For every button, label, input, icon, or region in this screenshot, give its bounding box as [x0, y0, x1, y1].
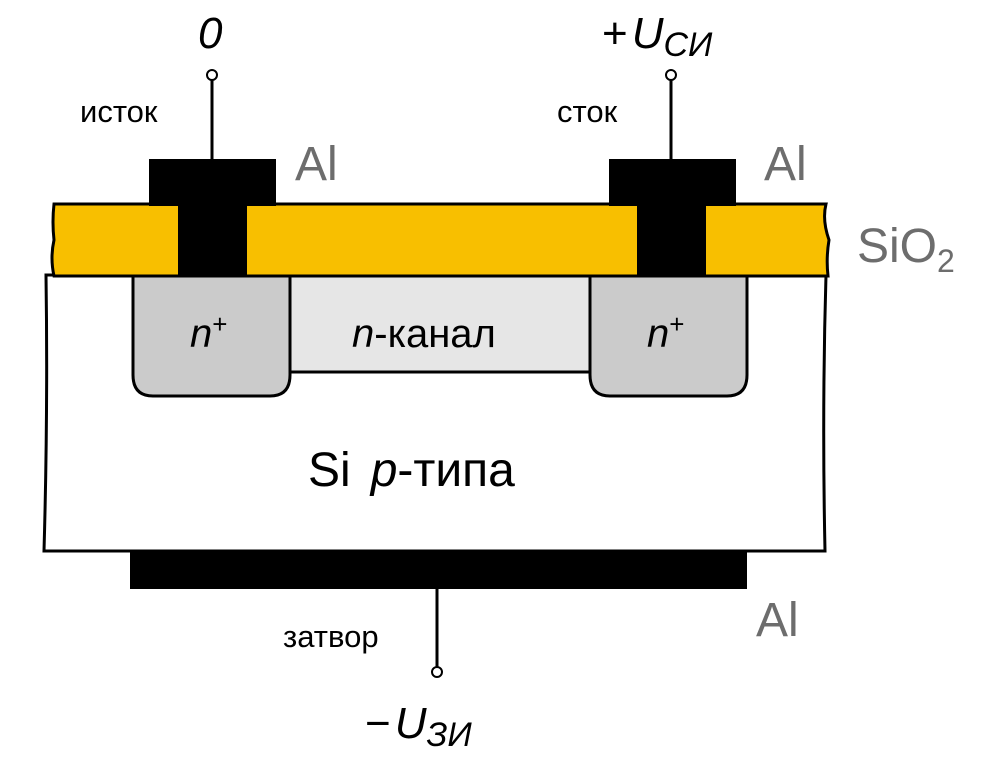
n-plus-drain-label: n+ [647, 309, 684, 356]
source-terminal [206, 69, 218, 81]
al-gate-label: Al [756, 594, 799, 647]
source-contact-top [149, 159, 276, 206]
al-drain-label: Al [764, 138, 807, 191]
oxide-label: SiO2 [857, 220, 955, 279]
n-plus-source-region [131, 273, 292, 398]
drain-contact-plug [637, 204, 706, 276]
source-label: исток [80, 94, 158, 129]
source-contact-plug [178, 204, 247, 276]
gate-voltage: −UЗИ [365, 699, 472, 754]
channel-label: n-канал [352, 312, 496, 356]
drain-terminal [665, 69, 677, 81]
gate-label: затвор [283, 619, 379, 654]
gate-plate [130, 551, 747, 589]
n-plus-source-label: n+ [190, 309, 227, 356]
source-voltage: 0 [198, 9, 223, 58]
drain-label: сток [557, 94, 618, 129]
n-plus-drain-region [588, 273, 749, 398]
al-source-label: Al [295, 138, 338, 191]
sio2-layer [50, 202, 831, 278]
drain-voltage: +UСИ [602, 9, 713, 64]
drain-contact-top [609, 159, 736, 206]
gate-terminal [431, 666, 443, 678]
